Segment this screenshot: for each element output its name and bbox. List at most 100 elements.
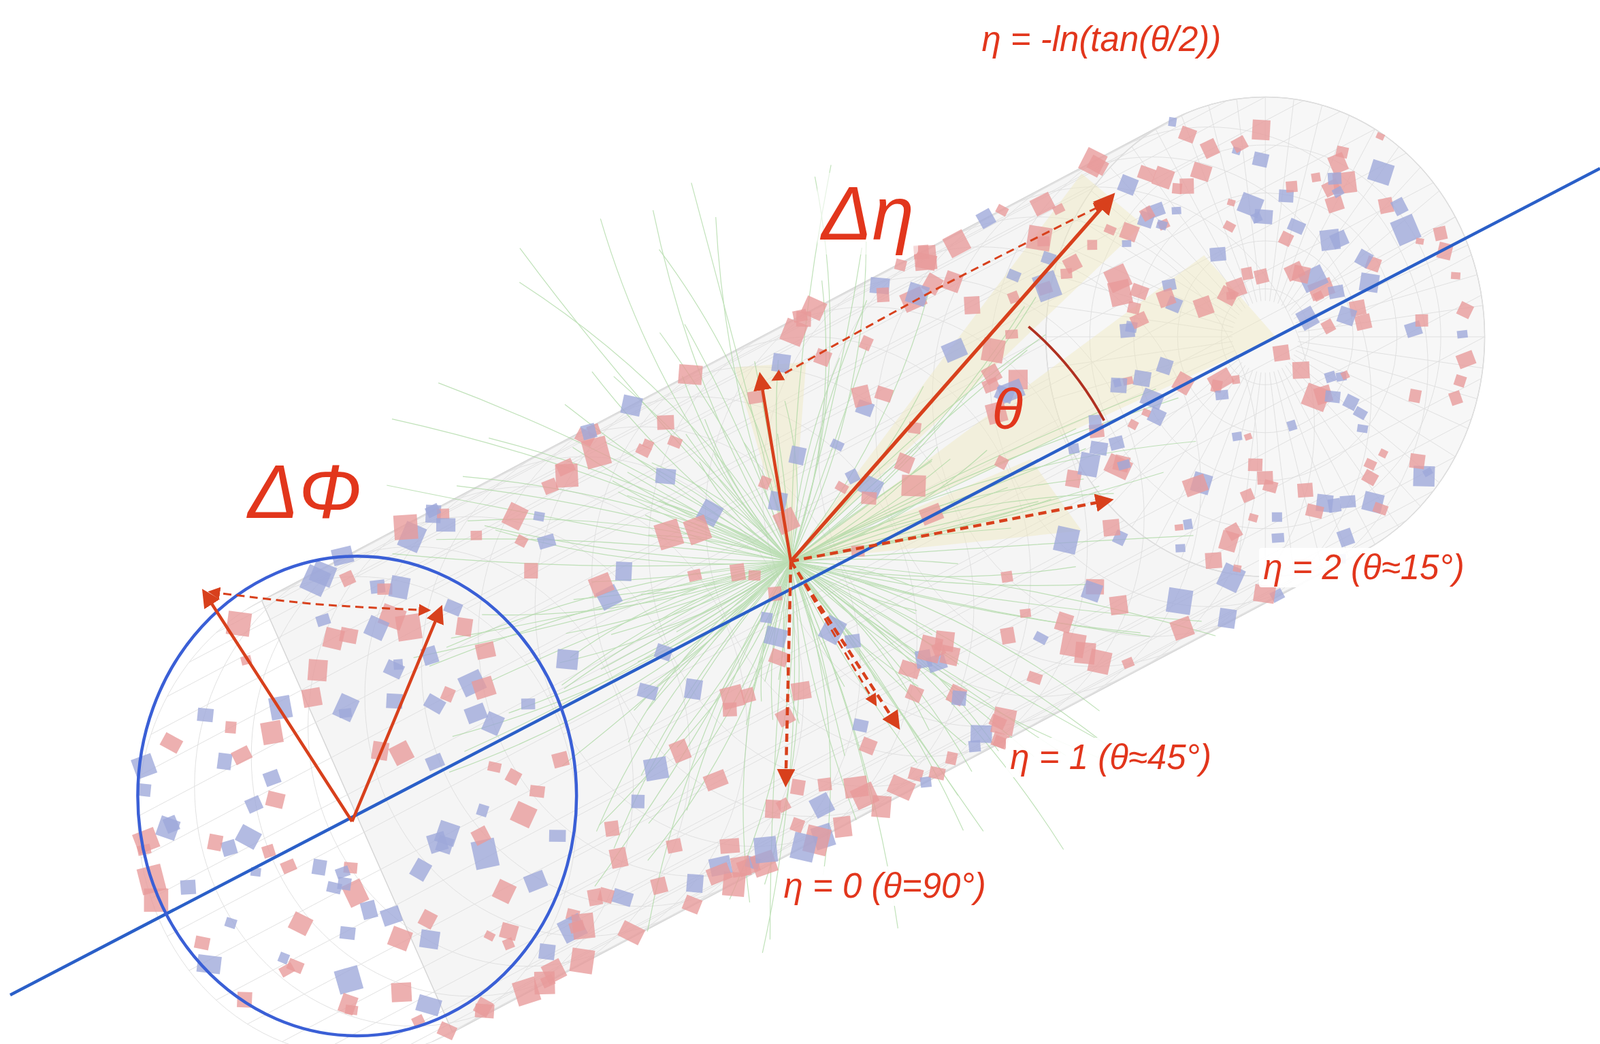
calorimeter-cell — [1378, 448, 1389, 459]
calorimeter-cell — [223, 916, 237, 929]
track — [790, 386, 924, 562]
jet-cone — [735, 362, 807, 561]
beam-axis — [10, 168, 1600, 995]
calorimeter-cell — [1151, 166, 1176, 190]
track — [598, 561, 791, 826]
calorimeter-cell — [990, 706, 1017, 737]
eta-label: η = 0 (θ=90°) — [779, 866, 991, 906]
grid-line — [1131, 365, 1246, 528]
calorimeter-cell — [234, 824, 263, 851]
calorimeter-cell — [1192, 295, 1215, 319]
calorimeter-cell — [307, 658, 329, 682]
calorimeter-cell — [1412, 465, 1435, 487]
calorimeter-cell — [994, 455, 1010, 471]
calorimeter-cell — [1312, 290, 1325, 303]
calorimeter-cell — [1453, 374, 1468, 388]
grid-line — [1109, 362, 1243, 507]
calorimeter-cell — [1227, 198, 1236, 207]
track — [464, 561, 791, 752]
calorimeter-cell — [1363, 458, 1377, 471]
calorimeter-cell — [538, 943, 557, 961]
calorimeter-cell — [1132, 369, 1152, 388]
calorimeter-cell — [1320, 318, 1336, 335]
calorimeter-cell — [920, 776, 932, 789]
track — [429, 561, 791, 667]
calorimeter-cell — [415, 994, 443, 1017]
solid-arrow — [760, 375, 791, 562]
calorimeter-cell — [729, 562, 746, 582]
calorimeter-cell — [719, 837, 740, 855]
calorimeter-cell — [763, 625, 789, 648]
calorimeter-cell — [1354, 248, 1375, 269]
calorimeter-cell — [1327, 172, 1343, 186]
calorimeter-cell — [1171, 183, 1183, 195]
grid-line — [466, 544, 1375, 1025]
calorimeter-cell — [833, 815, 853, 838]
calorimeter-cell — [1178, 125, 1198, 144]
track — [790, 448, 913, 562]
calorimeter-cell — [687, 568, 703, 582]
calorimeter-cell — [1121, 656, 1136, 669]
calorimeter-cell — [338, 707, 353, 718]
calorimeter-cell — [1272, 344, 1291, 363]
calorimeter-cell — [1336, 527, 1356, 548]
grid-line — [357, 576, 1266, 1044]
eta-label: η = 2 (θ≈15°) — [1259, 547, 1469, 588]
calorimeter-cell — [259, 720, 284, 746]
calorimeter-cell — [387, 925, 414, 952]
calorimeter-cell — [1251, 119, 1271, 141]
track — [790, 561, 1066, 756]
calorimeter-cell — [774, 706, 796, 728]
track — [647, 561, 791, 861]
calorimeter-cell — [541, 958, 568, 985]
calorimeter-cell — [1109, 594, 1130, 616]
calorimeter-cell — [332, 692, 360, 723]
calorimeter-cell — [668, 738, 692, 764]
calorimeter-cell — [1155, 356, 1174, 375]
calorimeter-cell — [483, 930, 497, 942]
calorimeter-cell — [334, 965, 365, 995]
dashed-arrow — [790, 561, 898, 727]
track — [790, 459, 933, 562]
calorimeter-cell — [1450, 272, 1461, 280]
grid-line — [1298, 336, 1485, 337]
calorimeter-cell — [1297, 482, 1314, 498]
calorimeter-cell — [1329, 229, 1350, 250]
calorimeter-cell — [1291, 264, 1311, 284]
track — [790, 479, 1084, 562]
calorimeter-cell — [481, 711, 505, 737]
calorimeter-cell — [1415, 314, 1429, 327]
calorimeter-cell — [1080, 579, 1104, 603]
track — [790, 561, 1064, 851]
calorimeter-cell — [1155, 219, 1168, 231]
track — [790, 561, 963, 831]
grid-line — [1291, 190, 1440, 315]
track — [790, 561, 991, 698]
calorimeter-cell — [886, 774, 917, 802]
track — [562, 561, 791, 767]
symbol-label: θ — [987, 377, 1027, 441]
calorimeter-cell — [1209, 247, 1227, 263]
track — [790, 561, 874, 812]
calorimeter-cell — [1340, 370, 1351, 381]
calorimeter-cell — [858, 736, 878, 756]
calorimeter-cell — [617, 920, 646, 946]
calorimeter-cell — [604, 820, 620, 838]
track — [790, 561, 1034, 757]
calorimeter-cell — [844, 633, 862, 649]
calorimeter-cell — [394, 613, 423, 642]
track — [677, 561, 791, 748]
calorimeter-cell — [608, 846, 629, 870]
track — [691, 183, 791, 562]
calorimeter-cell — [532, 511, 546, 522]
calorimeter-cell — [705, 862, 733, 886]
track — [651, 462, 791, 562]
calorimeter-cell — [487, 760, 502, 773]
track — [653, 210, 791, 562]
calorimeter-cell — [768, 647, 791, 668]
calorimeter-cell — [1141, 407, 1152, 418]
calorimeter-cell — [834, 480, 849, 495]
calorimeter-cell — [1222, 219, 1236, 233]
track — [570, 561, 791, 658]
calorimeter-cell — [619, 394, 644, 417]
